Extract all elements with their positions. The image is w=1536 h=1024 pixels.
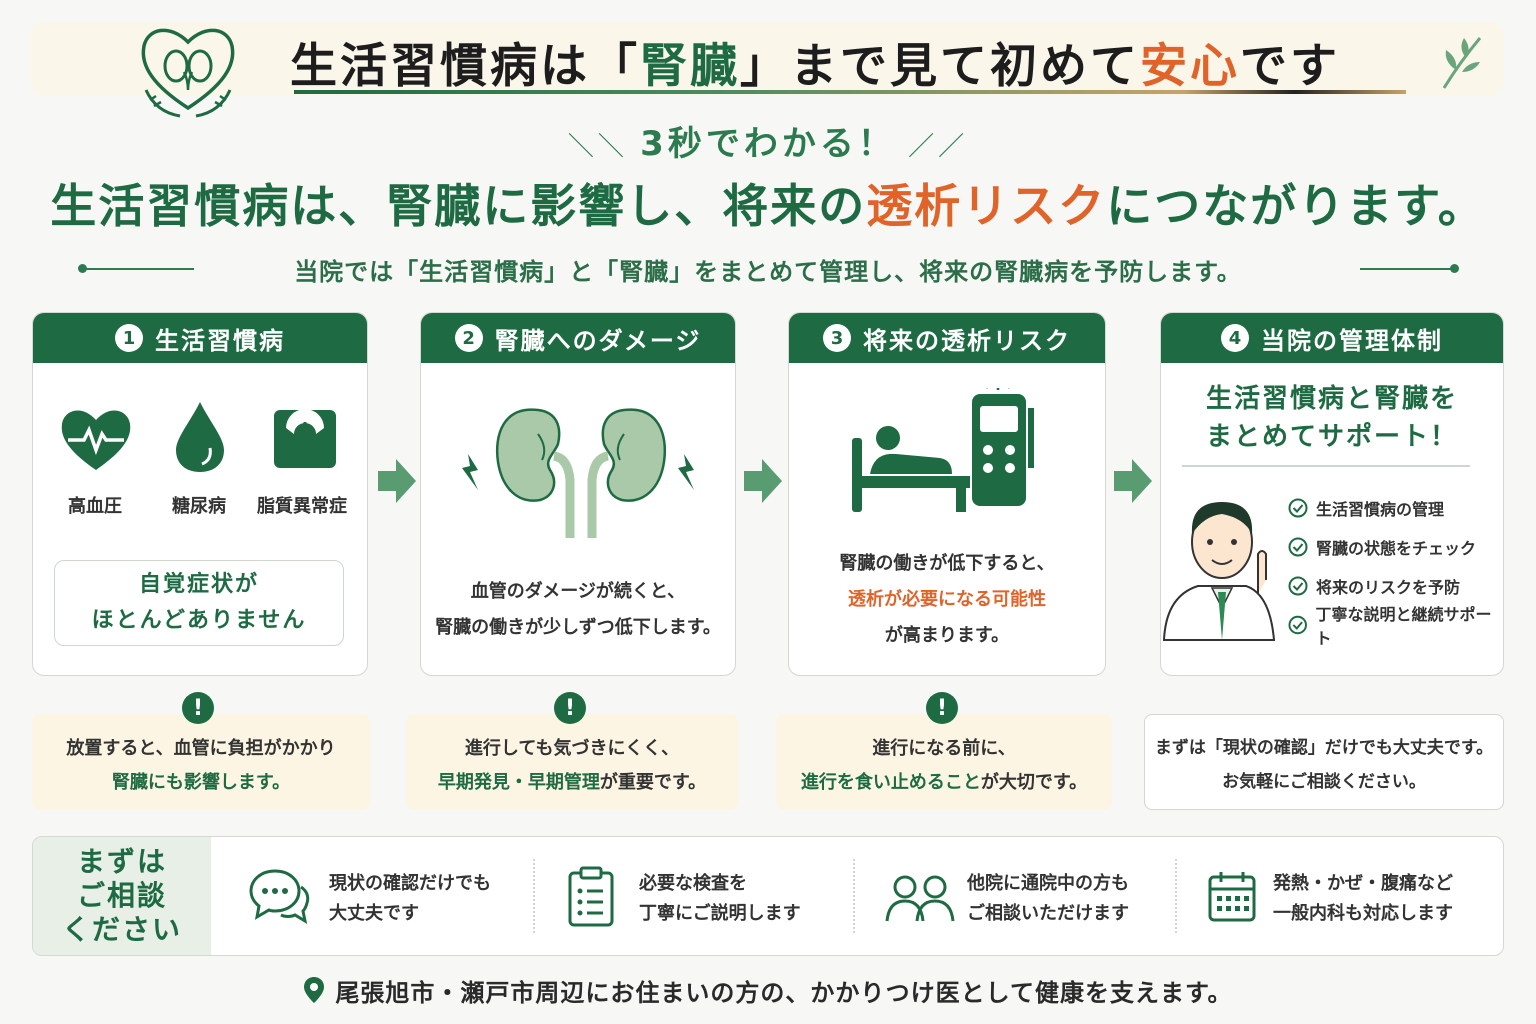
footer: 尾張旭市・瀬戸市周辺にお住まいの方の、かかりつけ医として健康を支えます。 [0, 970, 1536, 1010]
arrow-right-icon [742, 456, 784, 506]
divider-dot [1450, 264, 1459, 273]
divider-dot [78, 264, 87, 273]
drop-icon [174, 400, 226, 474]
people-icon [885, 873, 955, 923]
warning-box-3: 進行になる前に、 進行を食い止めることが大切です。 [776, 714, 1112, 810]
heart-pulse-icon [58, 404, 134, 474]
checklist-item: 丁寧な説明と継続サポート [1288, 605, 1502, 648]
step-number: 1 [115, 324, 143, 352]
dialysis-icon [848, 381, 1048, 518]
symptom-note: 自覚症状が ほとんどありません [54, 560, 344, 646]
step-card-header: 2 腎臓へのダメージ [421, 313, 735, 363]
check-circle-icon [1288, 576, 1308, 595]
location-pin-icon [304, 977, 325, 1003]
step-number: 2 [454, 324, 483, 352]
icon-label: 高血圧 [68, 496, 122, 517]
consult-item-3: 他院に通院中の方も ご相談いただけます [967, 873, 1129, 924]
doctor-icon [1160, 484, 1284, 644]
step-title: 将来の透析リスク [863, 326, 1071, 355]
exclamation-icon: ! [182, 692, 214, 724]
step-3-text: 腎臓の働きが低下すると、 透析が必要になる可能性 が高まります。 [839, 553, 1055, 646]
checklist-item: 将来のリスクを予防 [1288, 566, 1502, 605]
main-title: 生活習慣病は「腎臓」まで見て初めて安心です [290, 38, 1340, 94]
calendar-icon [1207, 869, 1257, 923]
arrow-right-icon [1112, 456, 1154, 506]
checklist-item: 腎臓の状態をチェック [1288, 527, 1502, 566]
clipboard-icon [567, 865, 615, 927]
step-title: 腎臓へのダメージ [494, 326, 702, 355]
scale-icon [272, 408, 338, 470]
exclamation-icon: ! [554, 692, 586, 724]
warning-box-2: 進行しても気づきにくく、 早期発見・早期管理が重要です。 [406, 714, 738, 810]
divider-right [1360, 268, 1456, 270]
icon-label: 糖尿病 [172, 496, 226, 517]
kidney-icon [458, 404, 704, 540]
summary-text: 当院では「生活習慣病」と「腎臓」をまとめて管理し、将来の腎臓病を予防します。 [294, 258, 1242, 286]
consult-item-2: 必要な検査を 丁寧にご説明します [639, 873, 801, 924]
kidney-hands-logo-icon [134, 16, 242, 124]
separator [533, 859, 535, 933]
chat-icon [249, 867, 311, 925]
support-headline: 生活習慣病と腎臓を まとめてサポート！ [1205, 384, 1458, 452]
step-card-1: 1 生活習慣病 [32, 312, 368, 676]
divider-left [80, 268, 194, 270]
headline: 生活習慣病は、腎臓に影響し、将来の透析リスクにつながります。 [50, 179, 1486, 233]
step-title: 当院の管理体制 [1261, 326, 1443, 355]
separator [1175, 859, 1177, 933]
step-title: 生活習慣病 [155, 326, 285, 355]
step-card-header: 4 当院の管理体制 [1161, 313, 1503, 363]
card-divider [1182, 465, 1470, 467]
checklist-item: 生活習慣病の管理 [1288, 488, 1502, 527]
step-card-header: 3 将来の透析リスク [789, 313, 1105, 363]
consult-band: まずは ご相談 ください 現状の確認だけでも 大丈夫です 必要な検査を 丁寧にご… [32, 836, 1504, 956]
check-circle-icon [1288, 615, 1307, 634]
consult-item-1: 現状の確認だけでも 大丈夫です [329, 873, 491, 924]
consult-item-4: 発熱・かぜ・腹痛など 一般内科も対応します [1273, 873, 1453, 924]
checklist: 生活習慣病の管理 腎臓の状態をチェック 将来のリスクを予防 丁寧な説明と継続サポ… [1288, 488, 1502, 648]
check-circle-icon [1288, 537, 1308, 556]
footer-text: 尾張旭市・瀬戸市周辺にお住まいの方の、かかりつけ医として健康を支えます。 [335, 978, 1233, 1007]
consult-label: まずは ご相談 ください [33, 837, 211, 955]
consult-note-box: まずは「現状の確認」だけでも大丈夫です。 お気軽にご相談ください。 [1144, 714, 1504, 810]
leaf-icon [1436, 32, 1486, 92]
tagline: ＼＼ 3秒でわかる！ ／／ [567, 124, 969, 164]
check-circle-icon [1288, 498, 1308, 517]
step-number: 4 [1221, 324, 1249, 352]
warning-box-1: 放置すると、血管に負担がかかり 腎臓にも影響します。 [32, 714, 370, 810]
icon-label: 脂質異常症 [257, 496, 347, 517]
step-2-text: 血管のダメージが続くと、 腎臓の働きが少しずつ低下します。 [435, 581, 721, 638]
separator [853, 859, 855, 933]
title-underline [294, 90, 1406, 94]
arrow-right-icon [376, 456, 418, 506]
header-band [30, 22, 1504, 96]
step-number: 3 [823, 324, 851, 352]
step-card-3: 3 将来の透析リスク [788, 312, 1106, 676]
step-card-2: 2 腎臓へのダメージ [420, 312, 736, 676]
step-card-header: 1 生活習慣病 [33, 313, 367, 363]
exclamation-icon: ! [926, 692, 958, 724]
